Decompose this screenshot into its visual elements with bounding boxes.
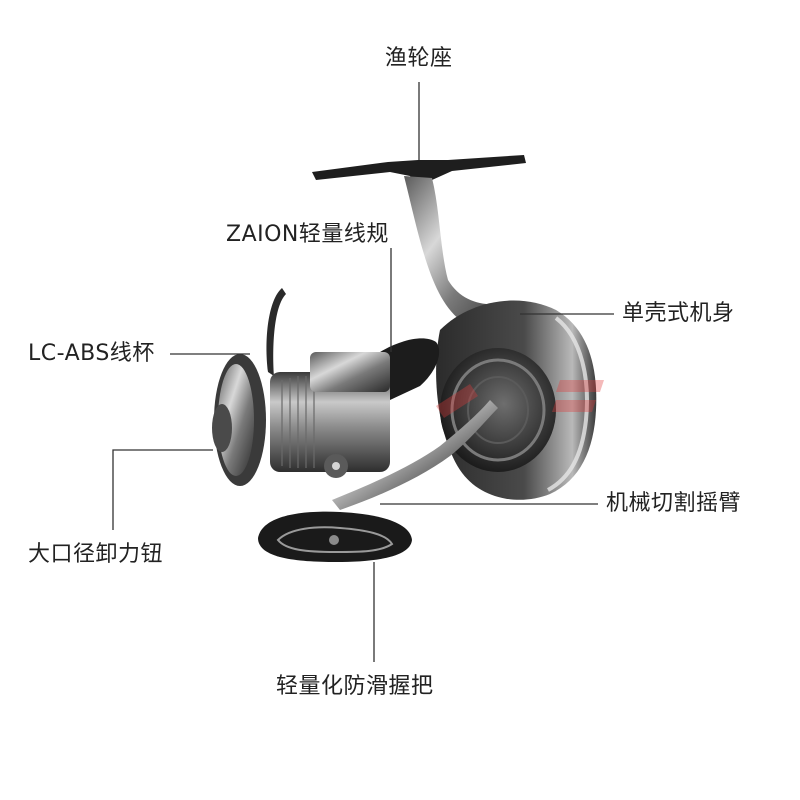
label-reel-seat: 渔轮座 [385,46,453,71]
bail-joint-center [332,462,340,470]
rotor-inner-ring [467,376,529,444]
label-handle-arm: 机械切割摇臂 [606,491,742,516]
leader-lines [112,82,614,662]
label-body: 单壳式机身 [622,301,735,326]
body-highlight [547,316,589,492]
reel-seat-foot [312,155,526,190]
label-spool: LC-ABS线杯 [28,341,155,366]
leader-drag-knob [112,449,213,530]
handle-knob-screw [329,535,339,545]
handle-knob-inset [276,526,394,554]
rotor-ring [450,358,546,462]
label-handle-knob: 轻量化防滑握把 [276,674,434,699]
bail-wire [266,288,286,376]
handle-arm [332,400,498,510]
drag-knob [212,404,232,452]
spool-collar [310,352,390,392]
rotor-disc [440,348,556,472]
spool-grooves [281,376,315,468]
reel-stem [404,176,520,329]
label-line-roller: ZAION轻量线规 [226,222,389,247]
watermark [436,380,604,418]
spool-cylinder [270,372,390,472]
label-drag-knob: 大口径卸力钮 [28,542,164,567]
